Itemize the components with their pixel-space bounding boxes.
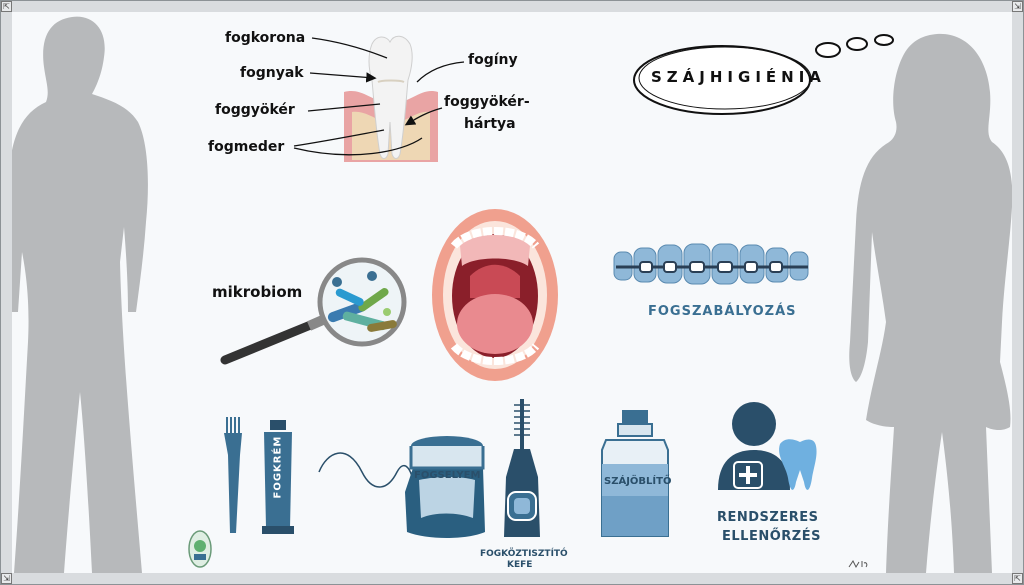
label-ellenorzes-2: ELLENŐRZÉS	[722, 529, 821, 544]
resize-handle-top-right[interactable]: ⇲	[1012, 1, 1023, 12]
braces-illustration	[613, 243, 809, 285]
slide-canvas: fogkorona fognyak foggyökér fogmeder fog…	[12, 12, 1012, 573]
label-szajoblito: SZÁJÖBLÍTŐ	[604, 476, 672, 487]
label-fogszabalyozas: FOGSZABÁLYOZÁS	[648, 304, 797, 319]
label-fogkorona: fogkorona	[225, 30, 306, 46]
label-foggyoker-hartya-1: foggyökér-	[444, 94, 530, 110]
open-mouth-illustration	[432, 209, 558, 381]
mouthwash-bottle	[601, 410, 669, 537]
label-fogkoztisztito-1: FOGKÖZTISZTÍTÓ	[480, 549, 568, 559]
toothpaste-tube	[262, 420, 294, 534]
man-silhouette	[12, 16, 148, 573]
label-fognyak: fognyak	[240, 65, 304, 81]
thought-bubble	[633, 34, 894, 115]
label-mikrobiom: mikrobiom	[212, 283, 303, 301]
badge-logo	[188, 530, 212, 568]
signature-mark	[848, 560, 868, 569]
interdental-brush-icon	[504, 399, 540, 537]
resize-handle-bottom-left[interactable]: ⇲	[1, 573, 12, 584]
resize-handle-bottom-right[interactable]: ⇱	[1012, 573, 1023, 584]
label-foggyoker-hartya-2: hártya	[464, 116, 516, 132]
label-fogmeder: fogmeder	[208, 139, 285, 155]
magnifier-icon	[220, 257, 407, 365]
woman-silhouette	[849, 33, 1012, 573]
toothbrush-icon	[224, 417, 242, 533]
label-ellenorzes-1: RENDSZERES	[717, 510, 819, 525]
page-title: SZÁJHIGIÉNIA	[651, 68, 826, 86]
label-fogselyem: FOGSELYEM	[414, 470, 481, 481]
dentist-checkup-icon	[718, 402, 817, 490]
label-fogkoztisztito-2: KEFE	[507, 560, 533, 570]
floss-illustration	[318, 436, 485, 538]
label-foginy: fogíny	[468, 52, 518, 68]
resize-handle-top-left[interactable]: ⇱	[1, 1, 12, 12]
tooth-leader-lines	[293, 37, 465, 156]
label-fogkrem: FOGKRÉM	[272, 435, 284, 499]
label-foggyoker: foggyökér	[215, 102, 295, 118]
